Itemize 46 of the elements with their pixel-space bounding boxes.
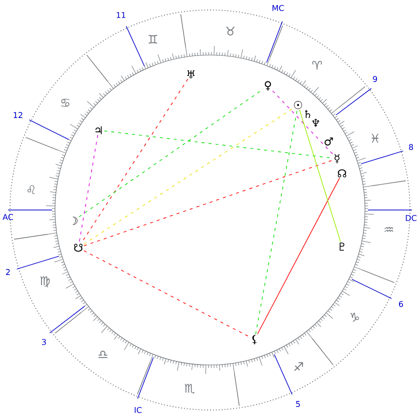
planet-glyph: ♅ xyxy=(187,70,195,78)
zodiac-sign: ♏ xyxy=(184,384,195,394)
planet-glyph: ☉ xyxy=(294,101,302,110)
planet-glyph: ♀ xyxy=(264,81,271,91)
zodiac-sign: ♊ xyxy=(148,34,158,44)
zodiac-sign: ♉ xyxy=(226,26,235,36)
house-number: 9 xyxy=(372,76,377,82)
planet-glyph: ♇ xyxy=(340,242,344,251)
planet-glyph: ☿ xyxy=(334,154,340,164)
house-number: 2 xyxy=(6,269,10,275)
planet-glyph: ♃ xyxy=(96,126,102,134)
zodiac-sign: ♍ xyxy=(40,276,50,288)
aspect-line xyxy=(272,90,334,155)
planet-glyph: ♆ xyxy=(312,118,320,127)
zodiac-sign: ♎ xyxy=(98,350,108,358)
planet-glyph: ⚸ xyxy=(252,334,257,344)
aspect-line xyxy=(78,134,98,244)
planet-glyph: ☋ xyxy=(74,244,83,252)
zodiac-sign: ♐ xyxy=(294,362,304,372)
angle-label: AC xyxy=(2,214,14,220)
planet-glyph: ☽ xyxy=(72,216,78,225)
aspect-line xyxy=(84,250,250,338)
zodiac-sign: ♈ xyxy=(312,60,322,70)
house-number: 3 xyxy=(42,338,46,346)
aspect-line xyxy=(255,109,298,334)
zodiac-sign: ♑ xyxy=(350,312,359,322)
angle-label: DC xyxy=(406,214,416,222)
zodiac-sign: ♋ xyxy=(61,98,70,107)
aspect-line xyxy=(299,109,341,242)
angle-label: IC xyxy=(134,406,142,414)
house-number: 5 xyxy=(296,401,300,407)
aspect-line xyxy=(84,160,334,246)
angle-label: MC xyxy=(272,4,284,12)
zodiac-sign: ♌ xyxy=(27,185,35,194)
house-number: 6 xyxy=(399,300,404,308)
house-number: 11 xyxy=(116,12,126,18)
aspect-line xyxy=(257,178,340,334)
house-number: 12 xyxy=(14,112,22,118)
house-number: 8 xyxy=(409,144,413,150)
planet-glyph: ♂ xyxy=(324,137,333,146)
zodiac-sign: ♓ xyxy=(372,134,379,143)
aspect-line xyxy=(78,88,264,218)
zodiac-sign: ♒ xyxy=(384,226,394,232)
aspect-line xyxy=(84,108,293,244)
planet-glyph: ☊ xyxy=(338,169,346,178)
planet-glyph: ♄ xyxy=(305,110,310,118)
